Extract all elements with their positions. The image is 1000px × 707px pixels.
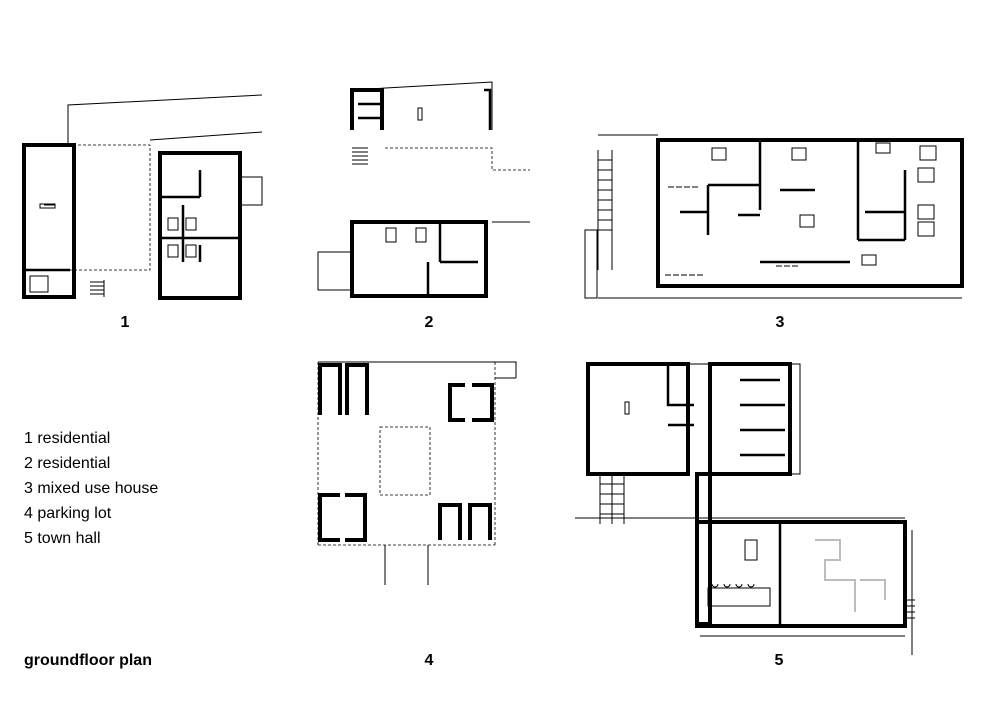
plan-number-3: 3 xyxy=(775,314,785,331)
drawing-caption: groundfloor plan xyxy=(24,652,152,669)
plan-number-1: 1 xyxy=(120,314,130,331)
plan-number-5: 5 xyxy=(774,652,784,669)
legend-item: 5 town hall xyxy=(24,530,101,547)
plan-legend: 1 residential 2 residential 3 mixed use … xyxy=(24,426,158,551)
legend-item: 1 residential xyxy=(24,430,111,447)
legend-item: 2 residential xyxy=(24,455,111,472)
plan-4-parking-lot xyxy=(318,362,516,585)
legend-item: 4 parking lot xyxy=(24,505,112,522)
plan-3-mixed-use-house xyxy=(585,135,962,298)
plan-2-residential xyxy=(318,82,530,296)
plan-1-residential xyxy=(24,95,262,298)
plan-number-4: 4 xyxy=(424,652,434,669)
legend-item: 3 mixed use house xyxy=(24,480,159,497)
plan-5-town-hall xyxy=(575,364,915,655)
plan-number-2: 2 xyxy=(424,314,434,331)
